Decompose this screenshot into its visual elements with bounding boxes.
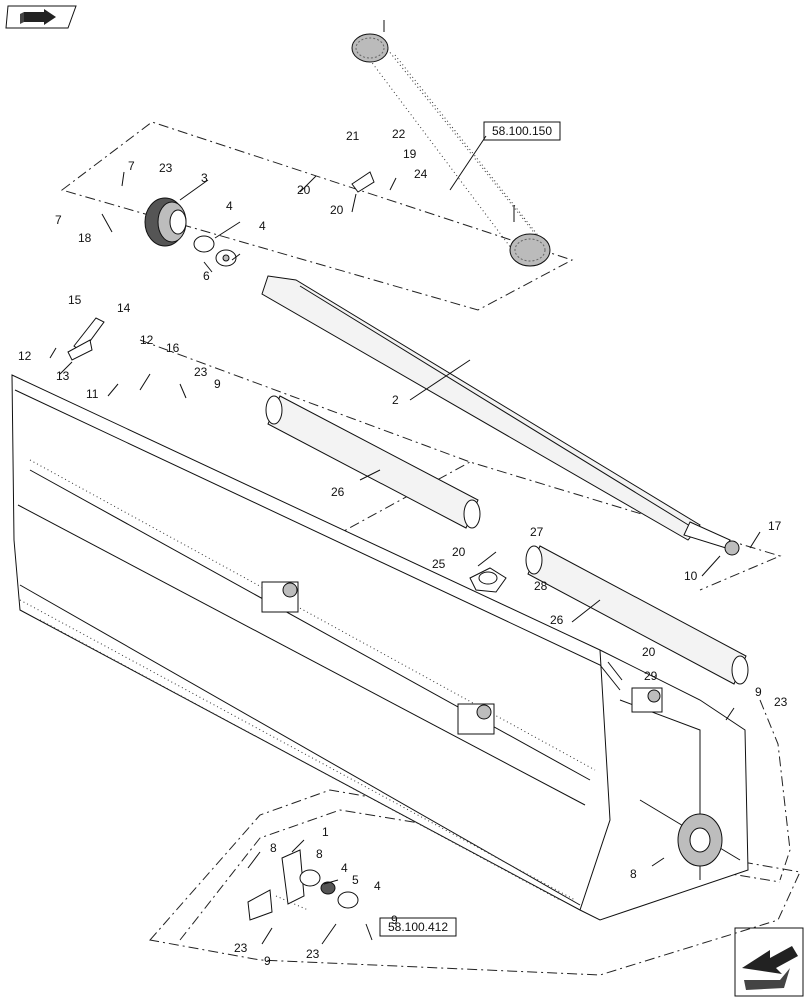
callout-16: 16 — [166, 341, 180, 355]
callout-21: 21 — [346, 129, 360, 143]
tube-lower — [525, 545, 749, 685]
callout-17: 17 — [768, 519, 782, 533]
callout-28: 28 — [534, 579, 548, 593]
callout-9b: 9 — [755, 685, 762, 699]
callout-23d: 23 — [234, 941, 248, 955]
callout-23a: 23 — [159, 161, 173, 175]
callout-25: 25 — [432, 557, 446, 571]
next-arrow-icon[interactable] — [734, 927, 804, 997]
callout-12b: 12 — [140, 333, 154, 347]
callout-7b: 7 — [55, 213, 62, 227]
main-shaft — [261, 275, 740, 556]
bracket-14 — [67, 317, 105, 361]
callout-8c: 8 — [630, 867, 637, 881]
callout-7a: 7 — [128, 159, 135, 173]
tube-upper — [265, 395, 481, 529]
callout-9d: 9 — [391, 913, 398, 927]
callout-20a: 20 — [297, 183, 311, 197]
callout-23e: 23 — [306, 947, 320, 961]
header-frame — [11, 374, 749, 921]
callout-18: 18 — [78, 231, 92, 245]
callout-9c: 9 — [264, 954, 271, 968]
callout-5: 5 — [352, 873, 359, 887]
callout-20c: 20 — [452, 545, 466, 559]
callout-26b: 26 — [550, 613, 564, 627]
callout-20d: 20 — [642, 645, 656, 659]
callout-11: 11 — [86, 387, 99, 401]
callout-29: 29 — [644, 669, 658, 683]
callout-2: 2 — [392, 393, 399, 407]
callout-8a: 8 — [270, 841, 277, 855]
callout-12a: 12 — [18, 349, 32, 363]
callout-24: 24 — [414, 167, 428, 181]
callout-labels: 1 2 3 4 4 4 4 5 6 7 7 8 8 8 9 9 9 9 10 1… — [18, 127, 788, 968]
callout-23c: 23 — [774, 695, 788, 709]
callout-15: 15 — [68, 293, 82, 307]
callout-1: 1 — [322, 825, 329, 839]
callout-6: 6 — [203, 269, 210, 283]
callout-19: 19 — [403, 147, 417, 161]
callout-20b: 20 — [330, 203, 344, 217]
clamp-25 — [469, 567, 507, 593]
book-arrow-icon[interactable] — [5, 5, 77, 29]
ref-box-bottom[interactable]: 58.100.412 — [379, 917, 457, 937]
callout-8b: 8 — [316, 847, 323, 861]
callout-4b: 4 — [259, 219, 266, 233]
callout-14: 14 — [117, 301, 131, 315]
clamp-19 — [351, 171, 375, 193]
ref-label-bottom: 58.100.412 — [388, 920, 448, 934]
callout-4d: 4 — [374, 879, 381, 893]
callout-4c: 4 — [341, 861, 348, 875]
callout-3: 3 — [201, 171, 208, 185]
bottom-brackets — [247, 849, 359, 921]
ref-box-top[interactable]: 58.100.150 — [449, 121, 561, 191]
callout-27: 27 — [530, 525, 544, 539]
callout-4a: 4 — [226, 199, 233, 213]
callout-22: 22 — [392, 127, 406, 141]
leader-lines — [49, 171, 761, 945]
driveline-shaft — [351, 20, 551, 267]
callout-26a: 26 — [331, 485, 345, 499]
callout-10: 10 — [684, 569, 698, 583]
callout-9a: 9 — [214, 377, 221, 391]
callout-23b: 23 — [194, 365, 208, 379]
callout-13: 13 — [56, 369, 70, 383]
ref-label-top: 58.100.150 — [492, 124, 552, 138]
drive-pulley — [144, 197, 237, 267]
